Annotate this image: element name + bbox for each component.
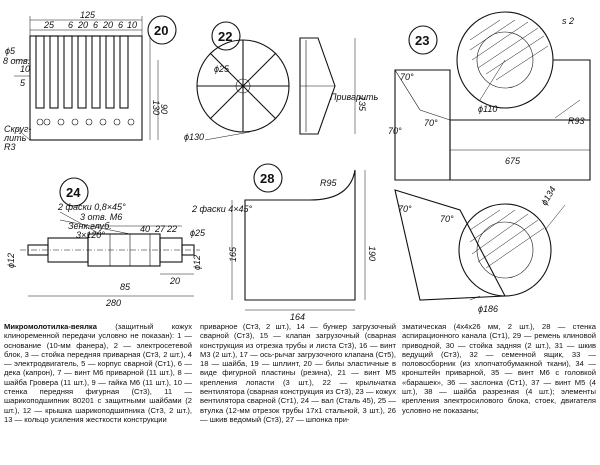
dim-5-left: 5 xyxy=(20,78,26,88)
shaft-dim-27: 27 xyxy=(154,224,166,234)
figure-28-number: 28 xyxy=(260,171,274,186)
shaft-dim-40: 40 xyxy=(140,224,150,234)
hole-count: 8 отв. xyxy=(3,56,30,66)
shaft-chamfer-2: 2 фаски 4×45° xyxy=(191,204,253,214)
shaft-dim-280: 280 xyxy=(105,298,121,308)
channel-wall xyxy=(244,169,356,301)
dim-6c: 6 xyxy=(118,20,123,30)
beater-holes xyxy=(36,118,135,126)
caption-title: Микромолотилка-веялка xyxy=(4,322,97,331)
lower-diameter-2: ϕ186 xyxy=(478,304,498,314)
housing-wall: s 2 xyxy=(562,16,574,26)
figure-20: 125 25 6 20 6 20 6 10 130 90 10 5 ϕ5 8 о… xyxy=(3,10,177,152)
caption-text-1: (защитный кожух клиноременной передачи у… xyxy=(4,322,192,424)
impeller-length: 135 xyxy=(357,96,367,112)
impeller-blades xyxy=(197,40,289,132)
hole-diameter: ϕ5 xyxy=(5,46,16,56)
shaft-dim-22: 22 xyxy=(166,224,177,234)
dim-10: 10 xyxy=(127,20,137,30)
beater-teeth xyxy=(35,35,129,109)
caption-column-1: Микромолотилка-веялка (защитный кожух кл… xyxy=(4,322,192,424)
channel-height-1: 165 xyxy=(228,246,238,262)
impeller-inner-diameter: ϕ25 xyxy=(214,64,230,74)
technical-drawing: 125 25 6 20 6 20 6 10 130 90 10 5 ϕ5 8 о… xyxy=(3,10,591,320)
lower-diameter-1: ϕ134 xyxy=(539,185,558,207)
dim-6b: 6 xyxy=(93,20,98,30)
channel-width: 164 xyxy=(290,312,305,320)
lower-angle-1: 70° xyxy=(398,204,412,214)
housing-angle-3: 70° xyxy=(388,126,402,136)
housing-radius: R93 xyxy=(568,116,585,126)
caption-column-3: зматическая (4х4х26 мм, 2 шт.), 28 — сте… xyxy=(402,322,596,415)
shaft-diameter-right-2: ϕ12 xyxy=(192,255,202,270)
impeller-outer-diameter: ϕ130 xyxy=(184,132,204,142)
shaft-diameter-right-1: ϕ25 xyxy=(190,228,206,238)
figure-28: R95 165 190 164 28 70° 70° ϕ134 ϕ186 xyxy=(228,163,566,320)
caption-column-2: приварное (Ст3, 2 шт.), 14 — бункер загр… xyxy=(200,322,396,424)
figure-20-badge xyxy=(147,15,177,45)
round-radius: R3 xyxy=(4,142,16,152)
shaft-body xyxy=(20,233,200,267)
housing-angle-2: 70° xyxy=(424,118,438,128)
figure-22-badge xyxy=(211,21,241,51)
shaft-diameter-left: ϕ12 xyxy=(6,253,16,268)
dim-20b: 20 xyxy=(102,20,113,30)
dim-90: 90 xyxy=(159,104,169,114)
dim-130: 130 xyxy=(151,100,161,115)
figure-23-badge xyxy=(408,25,438,55)
housing-inlet-top xyxy=(476,31,534,89)
housing-diameter: ϕ110 xyxy=(478,104,497,114)
lower-volute xyxy=(458,203,552,297)
lower-angle-2: 70° xyxy=(440,214,454,224)
lower-inlet xyxy=(476,221,534,279)
dim-10-left: 10 xyxy=(20,64,30,74)
shaft-countersink-2: 3×120° xyxy=(76,230,105,240)
channel-height-2: 190 xyxy=(367,246,377,261)
shaft-dim-20: 20 xyxy=(169,276,180,286)
figure-20-number: 20 xyxy=(154,23,168,38)
weld-note: Приварить xyxy=(330,92,379,102)
housing-duct-main xyxy=(449,119,591,181)
dim-25: 25 xyxy=(43,20,55,30)
dim-6a: 6 xyxy=(68,20,73,30)
dim-125: 125 xyxy=(80,10,96,20)
lower-hatching xyxy=(469,209,545,269)
figure-22-number: 22 xyxy=(218,29,232,44)
channel-radius: R95 xyxy=(320,178,338,188)
figure-28-badge xyxy=(253,163,283,193)
round-note-2: лить xyxy=(3,133,27,143)
lower-duct xyxy=(394,189,506,301)
housing-length: 675 xyxy=(505,156,521,166)
figure-24: 2 фаски 0,8×45° 3 отв. М6 Зенк.глуб. 3×1… xyxy=(6,177,253,308)
shaft-dim-85: 85 xyxy=(120,282,131,292)
housing-angle-1: 70° xyxy=(400,72,414,82)
figure-24-badge xyxy=(59,177,89,207)
figure-23-number: 23 xyxy=(415,33,429,48)
shaft-chamfer-1: 2 фаски 0,8×45° xyxy=(57,202,126,212)
impeller-side-view xyxy=(299,37,356,135)
housing-hatching xyxy=(469,19,549,81)
housing-outlet-top xyxy=(505,59,591,121)
figure-24-number: 24 xyxy=(66,185,81,200)
shaft-holes: 3 отв. М6 xyxy=(80,212,122,222)
figure-22: ϕ25 ϕ130 Приварить 135 22 xyxy=(184,21,379,142)
figure-23: s 2 70° 70° 70° ϕ110 R93 675 23 xyxy=(388,11,591,181)
dim-20a: 20 xyxy=(77,20,88,30)
round-note-1: Скруг- xyxy=(4,124,31,134)
housing-duct-left xyxy=(394,69,451,181)
shaft-countersink-1: Зенк.глуб. xyxy=(68,221,112,231)
